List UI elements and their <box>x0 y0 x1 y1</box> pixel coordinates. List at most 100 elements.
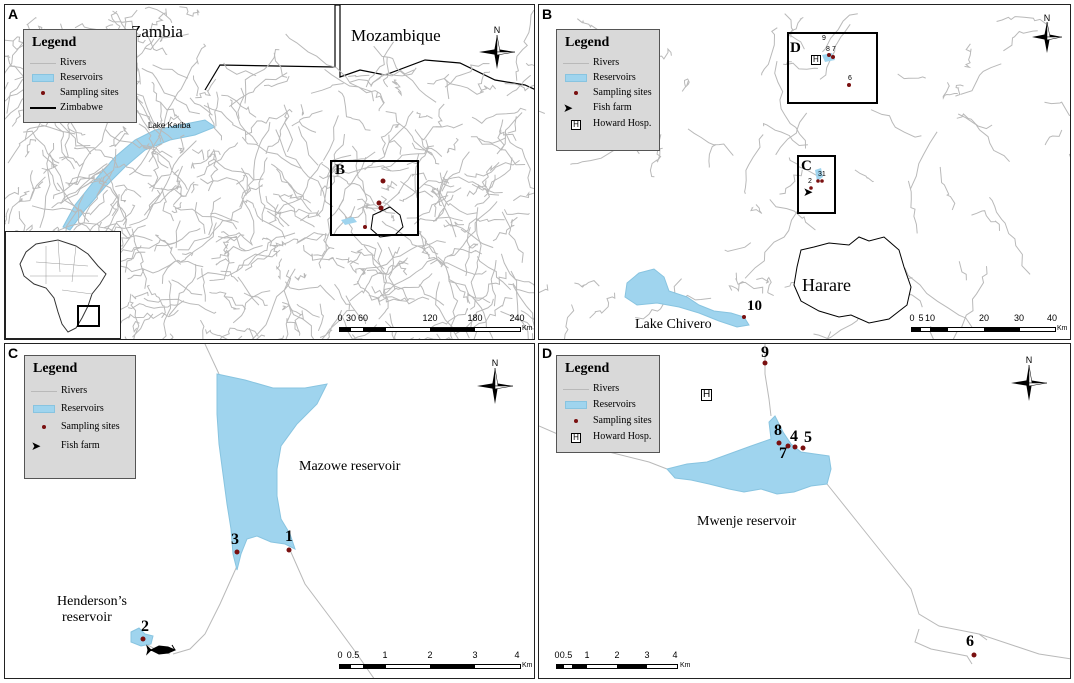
river-line <box>143 165 183 216</box>
river-line <box>155 234 182 265</box>
river-line <box>744 209 799 279</box>
river-line <box>24 139 37 158</box>
river-line <box>148 189 161 212</box>
river-line <box>910 131 938 189</box>
river-line <box>193 75 199 97</box>
fish-icon: ➤ <box>31 438 42 453</box>
river-line <box>377 257 438 300</box>
river-line <box>135 138 188 190</box>
river-line <box>391 214 395 222</box>
scale-tick: 4 <box>514 650 520 660</box>
river-line <box>854 169 874 183</box>
river-line <box>761 27 778 76</box>
scale-tick: 5 <box>918 313 924 323</box>
sampling-site-dot <box>363 225 367 229</box>
river-line <box>296 231 328 244</box>
river-line <box>440 248 482 268</box>
river-line <box>196 142 239 178</box>
river-line <box>870 109 922 138</box>
compass-rose-icon <box>1011 364 1048 401</box>
river-line <box>464 159 520 178</box>
scale-tick: 60 <box>357 313 369 323</box>
panel-label: C <box>8 345 19 361</box>
river-line <box>199 319 205 339</box>
river-line <box>774 61 806 149</box>
compass-rose-icon <box>1032 21 1063 53</box>
legend-b: Legend Rivers Reservoirs Sampling sites … <box>556 29 660 151</box>
river-line <box>467 292 491 304</box>
site-label-small: 9 <box>822 35 826 42</box>
river-line <box>207 102 223 141</box>
site-label-3: 3 <box>231 531 239 548</box>
river-line <box>237 87 245 119</box>
river-line <box>223 62 257 77</box>
river-line <box>256 334 266 339</box>
scale-unit: Km <box>522 325 533 332</box>
river-line <box>958 261 967 281</box>
river-line <box>317 303 324 331</box>
river-line <box>819 24 851 80</box>
site-label-small: 31 <box>818 171 826 178</box>
legend-item-rivers: Rivers <box>563 383 619 395</box>
river-line <box>515 9 534 81</box>
river-line <box>205 329 243 339</box>
sampling-dot-icon <box>563 88 589 98</box>
river-line <box>5 186 20 225</box>
river-line <box>430 187 438 196</box>
river-line <box>447 201 498 257</box>
river-line <box>220 270 239 282</box>
sampling-site-dot <box>792 444 798 450</box>
site-label-4: 4 <box>790 428 798 445</box>
river-line <box>1068 153 1070 158</box>
river-line <box>196 249 281 280</box>
river-line <box>350 69 415 86</box>
river-line <box>323 232 335 250</box>
river-line <box>989 196 1031 275</box>
river-line <box>416 111 433 119</box>
river-line <box>442 176 503 194</box>
river-line <box>32 181 44 190</box>
river-line-icon <box>31 386 57 396</box>
sampling-site-dot <box>831 55 835 59</box>
river-line <box>435 103 445 128</box>
river-line <box>67 127 86 136</box>
sampling-site-dot <box>816 179 820 183</box>
river-line <box>324 69 385 104</box>
river-line <box>445 219 494 249</box>
river-line <box>303 245 335 261</box>
scale-tick: 0 <box>909 313 915 323</box>
legend-title: Legend <box>565 35 610 50</box>
scale-tick: 10 <box>924 313 936 323</box>
hospital-marker: H <box>811 49 821 67</box>
river-line <box>57 222 132 233</box>
river-line <box>127 300 185 310</box>
river-line <box>762 122 808 147</box>
river-line <box>291 110 323 127</box>
river-line <box>5 86 28 102</box>
river-line <box>30 170 35 200</box>
harare-outline <box>370 206 404 238</box>
river-line <box>380 145 434 169</box>
river-line <box>285 33 374 102</box>
river-line <box>175 220 181 248</box>
river-line <box>8 176 46 224</box>
river-line <box>298 126 319 166</box>
sampling-site-dot <box>140 636 146 642</box>
river-line <box>378 287 391 320</box>
panel-c-mazowe-map: C Mazowe reservoir Henderson’s reservoir… <box>4 343 535 679</box>
city-label-harare: Harare <box>802 275 851 295</box>
river-line <box>411 172 427 181</box>
river-line <box>471 107 527 124</box>
river-line <box>385 111 433 156</box>
river-line <box>58 156 85 167</box>
river-line <box>133 313 154 339</box>
hospital-marker: H <box>701 384 713 402</box>
north-label: N <box>1025 355 1033 365</box>
river-line <box>492 216 518 242</box>
river-line <box>124 336 127 339</box>
scale-tick: 4 <box>672 650 678 660</box>
river-line <box>350 264 367 276</box>
north-arrow-c: N <box>473 358 517 410</box>
river-line <box>539 284 549 294</box>
legend-item-rivers: Rivers <box>30 57 86 69</box>
